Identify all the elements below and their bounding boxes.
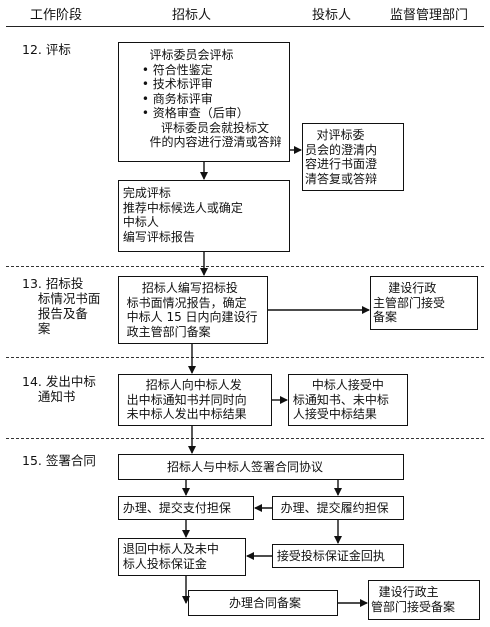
box-committee-evaluation: 评标委员会评标 • 符合性鉴定 • 技术标评审 • 商务标评审 • 资格审查（后… [118, 42, 290, 162]
box-contract-filing: 办理合同备案 [188, 590, 338, 616]
header-divider [6, 26, 484, 27]
header-tenderer: 招标人 [172, 8, 212, 23]
stage-12-evaluation: 12. 评标 [22, 42, 71, 57]
box-gov-record: 建设行政 主管部门接受 备案 [370, 276, 478, 330]
header-bidder: 投标人 [312, 8, 352, 23]
stage-14-issue-notice: 14. 发出中标 通知书 [22, 374, 96, 404]
stage-13-report-filing: 13. 招标投 标情况书面 报告及备 案 [22, 276, 101, 336]
header-work-stage: 工作阶段 [30, 8, 83, 23]
box-written-report: 招标人编写招标投 标书面情况报告，确定 中标人 15 日内向建设行 政主管部门备… [118, 276, 268, 344]
header-supervisor: 监督管理部门 [390, 8, 469, 23]
box-issue-notice: 招标人向中标人发 出中标通知书并同时向 未中标人发出中标结果 [118, 374, 272, 426]
stage-separator-14 [6, 357, 484, 358]
stage-separator-13 [6, 266, 484, 267]
box-receive-notice: 中标人接受中 标通知书、未中标 人接受中标结果 [288, 374, 408, 426]
box-performance-guarantee: 办理、提交履约担保 [272, 496, 404, 520]
box-gov-accept-filing: 建设行政主 管部门接受备案 [368, 580, 480, 620]
box-sign-contract: 招标人与中标人签署合同协议 [118, 454, 404, 480]
box-payment-guarantee: 办理、提交支付担保 [118, 496, 254, 520]
box-receive-receipt: 接受投标保证金回执 [272, 544, 404, 568]
box-complete-evaluation: 完成评标 推荐中标候选人或确定 中标人 编写评标报告 [118, 180, 290, 252]
stage-separator-15 [6, 438, 484, 439]
box-refund-deposit: 退回中标人及未中 标人投标保证金 [118, 538, 246, 576]
stage-15-sign-contract: 15. 签署合同 [22, 453, 96, 468]
box-bidder-clarification: 对评标委 员会的澄清内 容进行书面澄 清答复或答辩 [302, 123, 404, 191]
